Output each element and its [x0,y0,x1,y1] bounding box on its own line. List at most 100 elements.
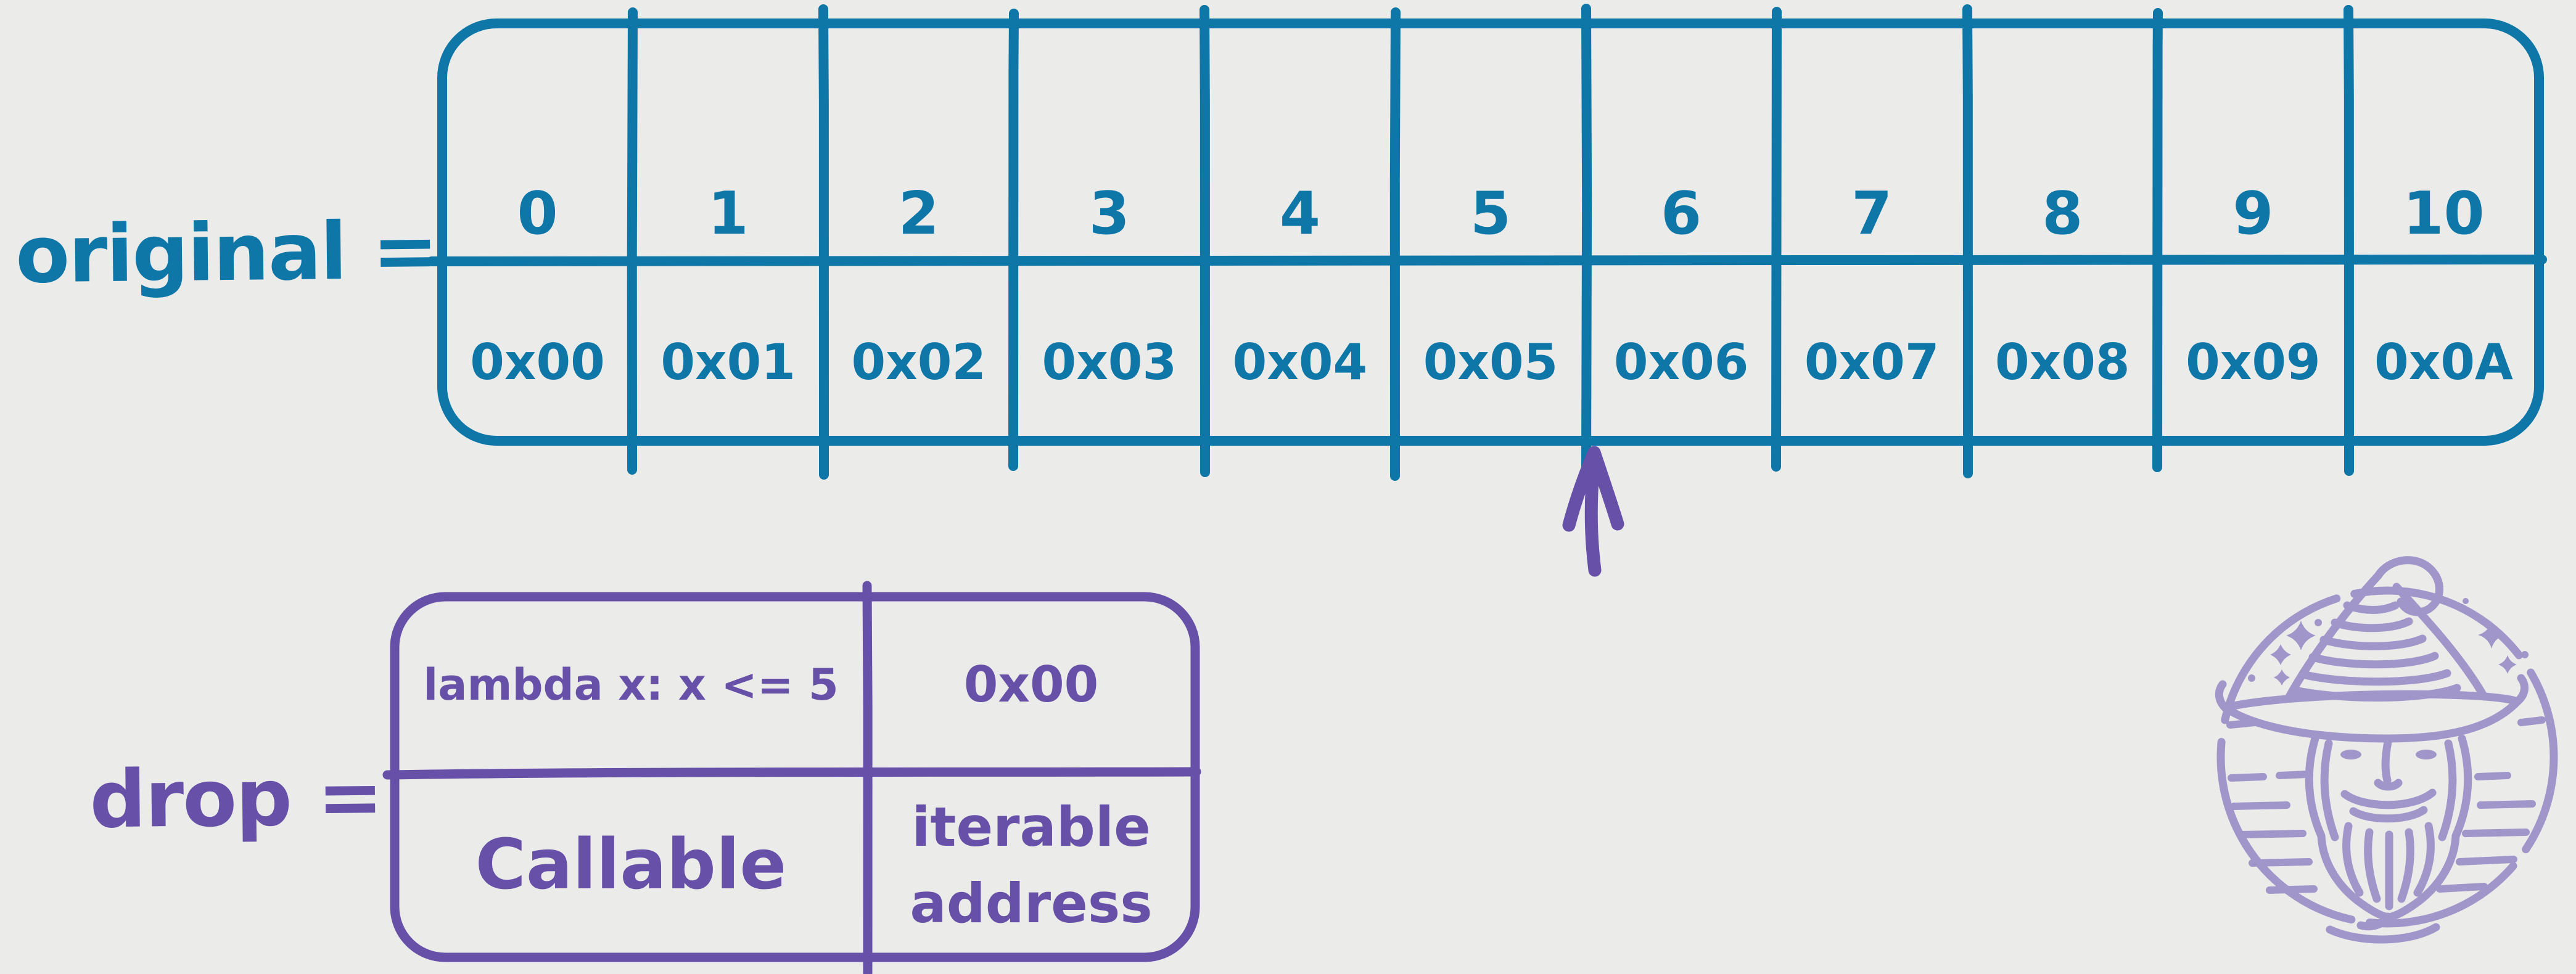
address-cell: 0x04 [1232,334,1368,391]
star-sparkle [2478,621,2505,649]
address-cell: 0x02 [851,334,987,391]
wizard-hair [2305,734,2326,840]
mustache [2349,806,2428,823]
hat-brim [2221,690,2522,712]
mustache [2340,788,2437,809]
sparkle-dot [2521,651,2529,658]
drop-cell-lambda: lambda x: x <= 5 [395,597,867,773]
arrow-head [1587,446,1624,531]
shading-line [2436,883,2488,893]
sparkle-dot [2463,598,2469,604]
address-cell: 0x03 [1042,334,1177,391]
column-divider-line [1771,7,1782,472]
address-cell: 0x0A [2374,334,2513,391]
hat-stripe [2298,669,2451,686]
hat-brim-curl [2215,680,2229,712]
column-divider-line [1200,5,1211,477]
beard-strand [2342,822,2364,897]
shading-line [2226,719,2258,729]
wizard-sparkles [2248,598,2529,685]
arrow-shaft [1584,454,1602,577]
address-cell: 0x01 [660,334,796,391]
address-cell: 0x05 [1423,334,1558,391]
wizard-hair [2320,739,2339,841]
index-cell: 4 [1279,180,1320,248]
column-divider-line [2152,8,2163,472]
column-divider-line [1008,9,1019,471]
beard-strand [2397,828,2414,903]
sparkle-dot [2248,674,2255,682]
shading-line [2477,800,2536,809]
hat-stripe [2319,634,2427,650]
shading-line [2230,801,2290,810]
drop-label-text: drop = [89,751,383,846]
wizard-logo [2215,556,2558,944]
address-cell: 0x07 [1804,334,1940,391]
hat-brim-curl [2513,674,2529,706]
hat-edge [2392,583,2488,701]
drop-cell-iterable-address: iterable address [867,773,1195,957]
shading-line [2456,856,2517,866]
sparkle-dot [2315,619,2322,626]
hat-brim [2221,697,2522,743]
wizard-eye [2416,750,2437,759]
index-cell: 5 [1470,180,1512,248]
index-cell: 7 [1851,180,1893,248]
drop-table [382,581,1201,974]
shading-line [2266,885,2318,894]
wizard-beard [2317,788,2460,944]
beard-tail [2356,912,2392,931]
drop-lambda-text: lambda x: x <= 5 [423,660,839,710]
column-divider-line [2344,5,2355,476]
index-cell: 2 [898,180,939,248]
address-cell: 0x08 [1995,334,2130,391]
star-sparkle [2498,655,2517,674]
drop-table-row-divider [382,767,1201,780]
pointer-arrow [1562,446,1624,577]
column-divider-line [818,4,829,480]
address-cell: 0x09 [2186,334,2321,391]
shading-line [2517,716,2546,726]
column-divider-line [1962,4,1973,478]
drop-cell-callable: Callable [395,773,867,957]
wizard-shading [2226,716,2546,894]
column-divider-line [1581,4,1592,473]
beard-strand [2413,822,2435,897]
hat-tip-curl [2374,556,2443,616]
drop-cell-address: 0x00 [867,597,1195,773]
drop-address-text: 0x00 [963,656,1099,713]
address-cell: 0x00 [470,334,605,391]
wizard-hair [2438,739,2457,841]
hat-stripe [2308,652,2439,669]
original-label-text: original = [15,204,438,301]
original-table [427,4,2547,481]
column-divider-line [1389,7,1401,481]
beard-swoosh [2326,923,2440,944]
original-addresses-row: 0x00 0x01 0x02 0x03 0x04 0x05 0x06 0x07 0x08 0x09… [442,260,2539,441]
drop-table-column-divider [862,581,873,974]
wizard-nose [2381,734,2393,785]
index-cell: 0 [517,180,558,248]
wizard-outer-circle [2216,586,2558,928]
beard-outline [2317,832,2390,921]
original-table-border [437,18,2544,446]
index-cell: 6 [1661,180,1702,248]
wizard-face [2305,734,2472,841]
shading-line [2237,830,2306,838]
index-cell: 3 [1088,180,1130,248]
beard-outline [2387,832,2460,921]
star-sparkle [2270,644,2291,665]
original-label: original = [12,149,440,356]
index-cell: 1 [707,180,749,248]
shading-line [2228,771,2310,782]
index-cell: 8 [2042,180,2083,248]
address-cell: 0x06 [1613,334,1749,391]
column-divider-line [627,7,638,475]
star-sparkle [2274,669,2290,685]
shading-line [2474,772,2511,780]
shading-line [2249,858,2313,867]
drop-label: drop = [85,689,387,907]
